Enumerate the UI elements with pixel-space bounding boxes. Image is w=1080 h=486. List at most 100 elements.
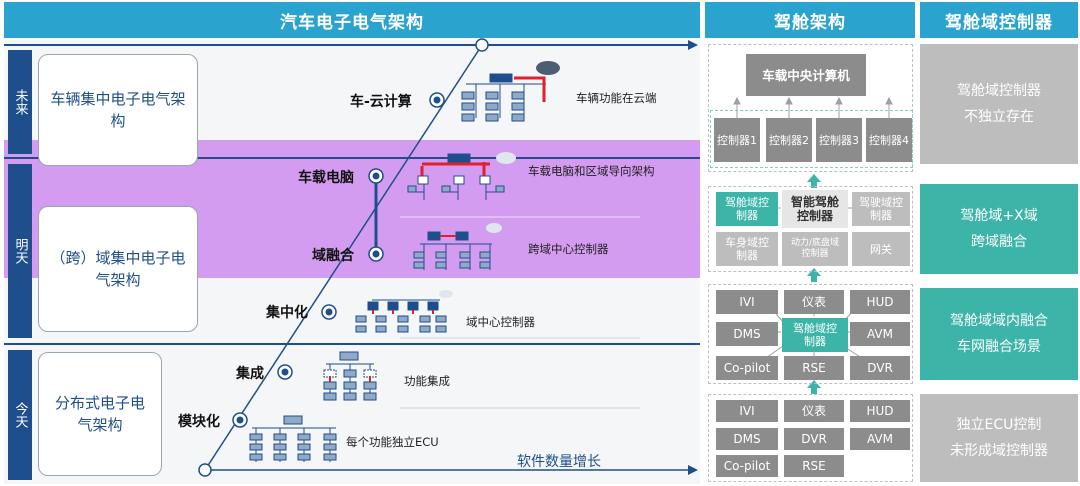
tier3-ivi: IVI (716, 290, 778, 314)
tier4-cluster: 仪表 (784, 400, 844, 422)
tier1-frame (708, 44, 913, 172)
stage-label-cloud: 车-云计算 (350, 94, 412, 110)
right-cell-cross-domain-line2: 跨域融合 (971, 234, 1027, 250)
right-header: 驾舱域控制器 (920, 2, 1078, 38)
controller-3: 控制器3 (816, 118, 862, 162)
powertrain-controller-box: 动力/底盘域控制器 (782, 232, 848, 266)
right-cell-future-line1: 驾舱域控制器 (957, 83, 1041, 99)
right-cell-cross-domain-line1: 驾舱域+X域 (960, 208, 1038, 224)
network-icon-modular (249, 415, 337, 462)
tier3-dms: DMS (716, 322, 778, 346)
timeline-end-dot (475, 38, 489, 52)
stage-label-modular: 模块化 (178, 414, 220, 430)
cockpit-domain-controller-box: 驾舱域控制器 (716, 192, 778, 226)
tier3-dvr: DVR (850, 356, 910, 380)
tier3-avm: AVM (850, 322, 910, 346)
right-cell-intra-domain: 驾舱域域内融合 车网融合场景 (920, 288, 1078, 380)
stage-desc-modular: 每个功能独立ECU (346, 435, 439, 449)
stage-label-centralize: 集中化 (266, 305, 308, 321)
tier4-avm: AVM (850, 428, 910, 450)
stage-desc-car-computer: 车载电脑和区域导向架构 (528, 162, 668, 180)
tier3-center-controller: 驾舱域控制器 (782, 318, 848, 352)
era-box-future-text: 车辆集中电子电气架构 (50, 90, 186, 130)
tier3-cluster: 仪表 (784, 290, 844, 314)
stage-label-integrate: 集成 (236, 366, 264, 382)
era-box-today-text: 分布式电子电气架构 (54, 394, 145, 434)
right-cell-future-line2: 不独立存在 (964, 109, 1034, 125)
tier3-hud: HUD (850, 290, 910, 314)
era-box-today: 分布式电子电气架构 (38, 352, 162, 476)
driving-domain-controller-box: 驾驶域控制器 (852, 192, 910, 226)
smart-cockpit-controller-text: 智能驾舱控制器 (790, 195, 839, 223)
tier4-copilot: Co-pilot (716, 455, 778, 477)
stage-desc-integrate: 功能集成 (404, 374, 450, 388)
stage-desc-car-computer-text: 车载电脑和区域导向架构 (528, 164, 655, 178)
cockpit-domain-controller-text: 驾舱域控制器 (725, 196, 769, 222)
tier3-center-controller-text: 驾舱域控制器 (793, 322, 837, 348)
era-divider-1 (4, 157, 700, 159)
stage-dot-integrate (277, 364, 293, 380)
era-label-today-text: 今天 (12, 402, 28, 428)
tier4-hud: HUD (850, 400, 910, 422)
stage-desc-cloud: 车辆功能在云端 (576, 91, 657, 105)
powertrain-controller-text: 动力/底盘域控制器 (790, 238, 840, 259)
controller-4: 控制器4 (866, 118, 912, 162)
stage-dot-centralize (321, 304, 337, 320)
era-box-tomorrow: （跨）域集中电子电气架构 (38, 206, 198, 332)
left-header: 汽车电子电气架构 (4, 2, 700, 38)
stage-label-domain-fusion: 域融合 (312, 248, 354, 264)
right-cell-future: 驾舱域控制器 不独立存在 (920, 44, 1078, 164)
central-computer-box: 车载中央计算机 (746, 54, 866, 96)
era-label-future-text: 未来 (12, 89, 28, 115)
era-label-tomorrow-text: 明天 (12, 238, 28, 264)
stage-desc-domain-fusion: 跨域中心控制器 (528, 242, 609, 256)
tier2-frame (708, 186, 913, 272)
top-axis-arrow (688, 40, 698, 50)
middle-header: 驾舱架构 (705, 2, 915, 38)
top-axis-line (4, 44, 694, 46)
gateway-box: 网关 (852, 232, 910, 266)
network-icon-domain-fusion (413, 223, 502, 270)
body-domain-controller-box: 车身域控制器 (716, 232, 778, 266)
timeline-diagram (198, 38, 698, 477)
stage-desc-centralize: 域中心控制器 (466, 315, 535, 329)
stage-dot-domain-fusion (368, 246, 384, 262)
tier4-ivi: IVI (716, 400, 778, 422)
controllers-frame (710, 110, 913, 168)
right-cell-intra-domain-line2: 车网融合场景 (957, 339, 1041, 355)
era-label-future: 未来 (8, 50, 32, 154)
tier3-rse: RSE (784, 356, 844, 380)
network-icon-integrate (323, 351, 377, 401)
network-icon-car-computer (407, 152, 516, 200)
network-icon-cloud (461, 61, 560, 122)
right-cell-ecu-line1: 独立ECU控制 (956, 417, 1042, 433)
tier4-dms: DMS (716, 428, 778, 450)
controller-2: 控制器2 (766, 118, 812, 162)
tier3-copilot: Co-pilot (716, 356, 778, 380)
network-icon-centralize (355, 290, 453, 333)
diagonal-line (204, 44, 483, 471)
axis-label: 软件数量增长 (517, 454, 601, 470)
right-cell-ecu: 独立ECU控制 未形成域控制器 (920, 394, 1078, 482)
tier4-rse: RSE (784, 455, 844, 477)
era-box-tomorrow-text: （跨）域集中电子电气架构 (50, 249, 186, 289)
tier4-frame (708, 394, 913, 482)
right-cell-cross-domain: 驾舱域+X域 跨域融合 (920, 184, 1078, 274)
driving-domain-controller-text: 驾驶域控制器 (859, 196, 903, 222)
stage-dot-car-computer (368, 168, 384, 184)
smart-cockpit-controller-box: 智能驾舱控制器 (782, 190, 848, 228)
stage-dot-modular (232, 412, 248, 428)
era-label-tomorrow: 明天 (8, 164, 32, 338)
stage-label-car-computer: 车载电脑 (298, 170, 354, 186)
tier3-frame (708, 284, 913, 384)
era-label-today: 今天 (8, 350, 32, 480)
timeline-start-dot (198, 463, 212, 477)
right-cell-ecu-line2: 未形成域控制器 (950, 443, 1048, 459)
tier4-dvr: DVR (784, 428, 844, 450)
body-domain-controller-text: 车身域控制器 (725, 236, 769, 262)
era-divider-2 (4, 343, 700, 345)
right-cell-intra-domain-line1: 驾舱域域内融合 (950, 313, 1048, 329)
bottom-axis-arrow (688, 465, 698, 475)
controller-1: 控制器1 (714, 118, 760, 162)
stage-dot-cloud (429, 92, 445, 108)
